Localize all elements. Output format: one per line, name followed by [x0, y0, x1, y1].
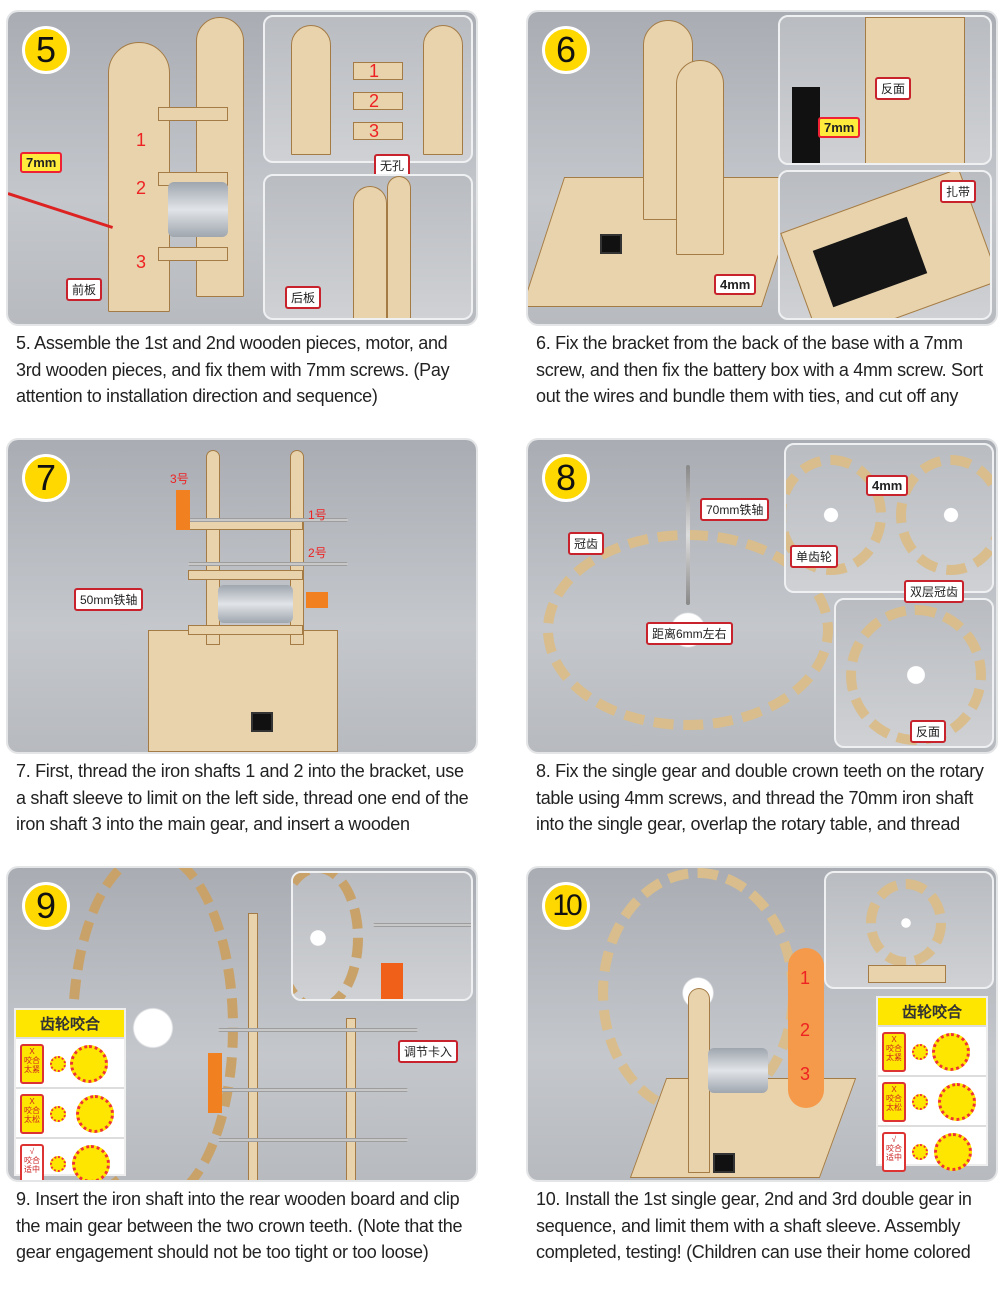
mark: X — [891, 1035, 897, 1044]
step-7-photo: 7 3号 1号 2号 50mm铁轴 — [8, 440, 476, 752]
step-number-badge: 8 — [542, 454, 590, 502]
step-caption: 7. First, thread the iron shafts 1 and 2… — [16, 761, 469, 834]
gear-chart-row: √咬合适中 — [878, 1125, 986, 1175]
step-8-photo: 8 70mm铁轴 冠齿 距离6mm左右 4mm 单齿轮 反面 双层冠齿 — [528, 440, 996, 752]
gear-chart-title: 齿轮咬合 — [16, 1010, 124, 1037]
mesh-text: 咬合适中 — [24, 1156, 40, 1174]
shaft-50mm-label: 50mm铁轴 — [74, 588, 144, 611]
mesh-text: 咬合适中 — [886, 1144, 902, 1162]
finished-model-inset — [824, 871, 994, 989]
screw-7mm-label: 7mm — [20, 152, 63, 173]
gear-chart-row: √咬合适中 — [16, 1137, 124, 1180]
back-board-inset: 后板 — [263, 174, 473, 320]
distance-label: 距离6mm左右 — [646, 622, 733, 645]
gear-number: 3 — [800, 1064, 811, 1084]
screw-4mm-label: 4mm — [714, 274, 757, 295]
step-caption: 6. Fix the bracket from the back of the … — [536, 333, 983, 406]
step-caption: 10. Install the 1st single gear, 2nd and… — [536, 1189, 972, 1262]
part-number: 3 — [369, 121, 380, 141]
mark: X — [29, 1047, 35, 1056]
gear-number: 1 — [800, 968, 811, 988]
screw-7mm-label: 7mm — [818, 117, 861, 138]
back-board-label: 后板 — [285, 286, 322, 309]
step-number-badge: 5 — [22, 26, 70, 74]
part-number: 2 — [369, 91, 380, 111]
mesh-text: 咬合太松 — [24, 1106, 40, 1124]
gear-chart-title: 齿轮咬合 — [878, 998, 986, 1025]
mesh-text: 咬合太紧 — [886, 1044, 902, 1062]
part-number: 2 — [136, 178, 147, 198]
mesh-text: 咬合太松 — [886, 1094, 902, 1112]
reverse-label: 反面 — [910, 720, 947, 743]
mark: √ — [891, 1135, 897, 1144]
battery-inset: 扎带 — [778, 170, 992, 320]
screw-4mm-label: 4mm — [866, 475, 909, 496]
reverse-inset: 反面 7mm — [778, 15, 992, 165]
mesh-text: 咬合太紧 — [24, 1056, 40, 1074]
step-5-photo: 5 7mm 1 2 3 前板 1 2 3 无孔 后板 — [8, 12, 476, 324]
reverse-gear-inset: 反面 — [834, 598, 994, 748]
shaft-3-label: 3号 — [170, 472, 189, 486]
step-number-badge: 7 — [22, 454, 70, 502]
step-number-badge: 6 — [542, 26, 590, 74]
double-crown-label: 双层冠齿 — [904, 580, 965, 603]
crown-gear-label: 冠齿 — [568, 532, 605, 555]
mark: X — [891, 1085, 897, 1094]
shaft-70mm-label: 70mm铁轴 — [700, 498, 770, 521]
gear-number: 2 — [800, 1020, 811, 1040]
part-number: 3 — [136, 252, 147, 272]
adjust-clip-label: 调节卡入 — [398, 1040, 459, 1063]
gear-inset: 4mm 单齿轮 — [784, 443, 994, 593]
part-number: 1 — [369, 61, 380, 81]
gear-closeup-inset — [291, 871, 473, 1001]
mark: X — [29, 1097, 35, 1106]
step-caption: 9. Insert the iron shaft into the rear w… — [16, 1189, 463, 1262]
cable-tie-label: 扎带 — [940, 180, 977, 203]
shaft-1-label: 1号 — [308, 508, 327, 522]
front-board-label: 前板 — [66, 278, 103, 301]
mark: √ — [29, 1147, 35, 1156]
part-number: 1 — [136, 130, 147, 150]
step-caption: 8. Fix the single gear and double crown … — [536, 761, 984, 834]
step-6-photo: 6 反面 7mm 扎带 4mm — [528, 12, 996, 324]
step-number-badge: 9 — [22, 882, 70, 930]
shaft-2-label: 2号 — [308, 546, 327, 560]
parts-inset: 1 2 3 — [263, 15, 473, 163]
single-gear-label: 单齿轮 — [790, 545, 839, 568]
reverse-label: 反面 — [875, 77, 912, 100]
step-number-badge: 10 — [542, 882, 590, 930]
step-caption: 5. Assemble the 1st and 2nd wooden piece… — [16, 333, 450, 406]
